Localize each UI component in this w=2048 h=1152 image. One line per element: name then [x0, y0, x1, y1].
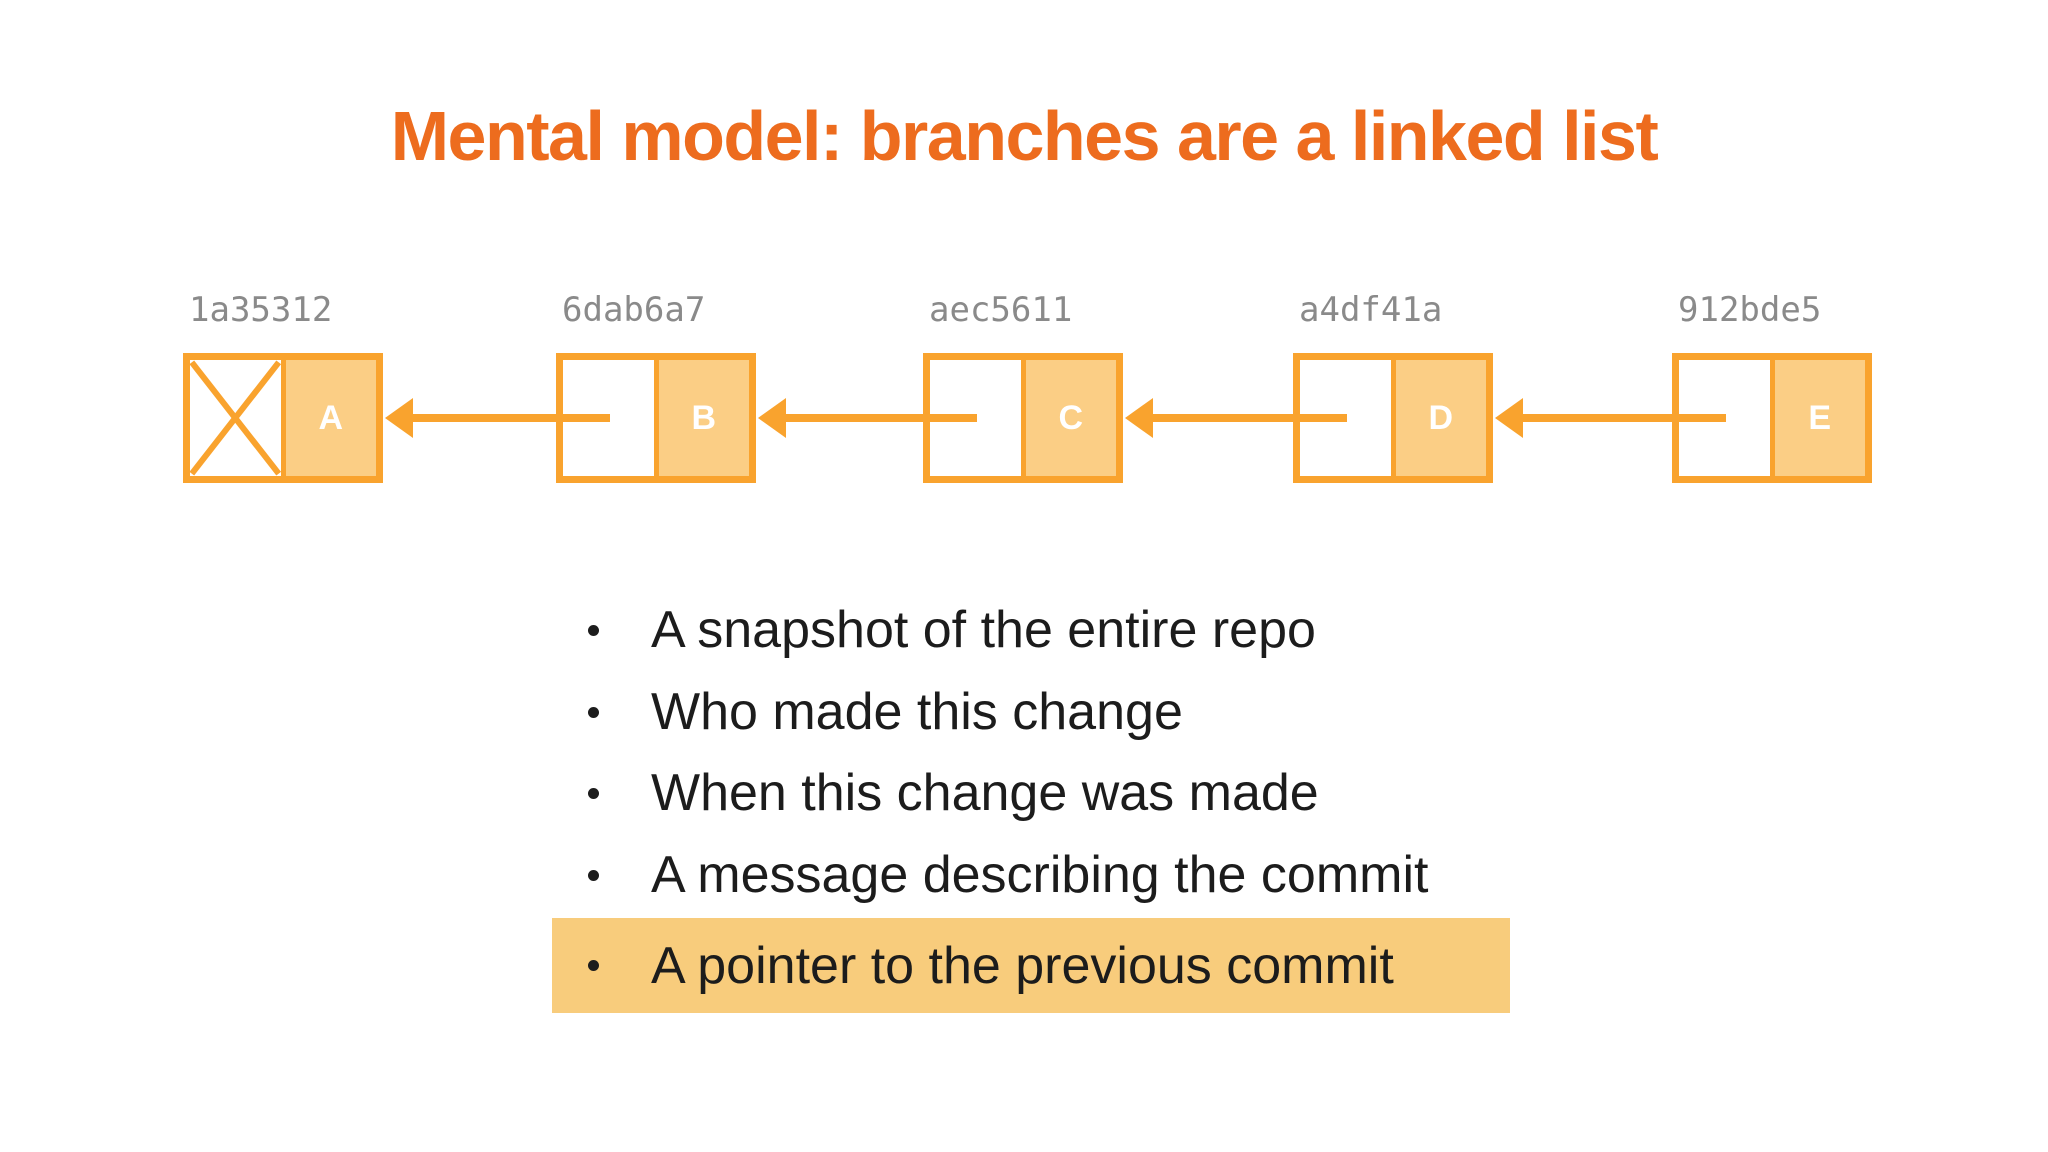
commit-hash: 912bde5: [1678, 290, 1822, 330]
commit-node: 6dab6a7 B: [556, 292, 756, 483]
pointer-cell: [563, 360, 654, 476]
list-item: Who made this change: [552, 671, 1183, 753]
node-box: C: [923, 353, 1123, 483]
pointer-cell: [1300, 360, 1391, 476]
list-item-text: A message describing the commit: [651, 846, 1429, 904]
bullet-icon: [588, 706, 599, 718]
commit-node: a4df41a D: [1293, 292, 1493, 483]
value-cell: E: [1769, 360, 1865, 476]
commit-hash: 1a35312: [189, 290, 333, 330]
commit-letter: A: [318, 398, 344, 437]
list-item: A snapshot of the entire repo: [552, 589, 1316, 671]
pointer-cell: [930, 360, 1021, 476]
node-box: D: [1293, 353, 1493, 483]
bullet-icon: [588, 787, 599, 799]
bullet-icon: [588, 960, 599, 971]
commit-letter: C: [1058, 398, 1084, 437]
value-cell: C: [1020, 360, 1116, 476]
commit-node: 912bde5 E: [1672, 292, 1872, 483]
commit-hash: 6dab6a7: [562, 290, 706, 330]
node-box: E: [1672, 353, 1872, 483]
commit-hash: a4df41a: [1299, 290, 1443, 330]
commit-letter: B: [691, 398, 717, 437]
list-item-text: A snapshot of the entire repo: [651, 601, 1316, 659]
highlighted-list-item: A pointer to the previous commit: [552, 918, 1510, 1013]
value-cell: A: [280, 360, 376, 476]
pointer-cell: [1679, 360, 1770, 476]
value-cell: B: [653, 360, 749, 476]
page-title: Mental model: branches are a linked list: [390, 97, 1659, 175]
commit-node: aec5611 C: [923, 292, 1123, 483]
list-item-text: When this change was made: [651, 764, 1319, 822]
node-box: A: [183, 353, 383, 483]
list-item-text: A pointer to the previous commit: [651, 936, 1394, 995]
list-item: When this change was made: [552, 752, 1319, 834]
list-item-text: Who made this change: [651, 683, 1183, 741]
value-cell: D: [1390, 360, 1486, 476]
commit-letter: D: [1428, 398, 1454, 437]
list-item: A message describing the commit: [552, 834, 1428, 916]
commit-letter: E: [1808, 398, 1832, 437]
commit-node: 1a35312 A: [183, 292, 383, 483]
bullet-icon: [588, 624, 599, 636]
bullet-icon: [588, 869, 599, 881]
pointer-cell: [190, 360, 281, 476]
commit-hash: aec5611: [929, 290, 1073, 330]
node-box: B: [556, 353, 756, 483]
null-pointer-icon: [190, 360, 281, 476]
